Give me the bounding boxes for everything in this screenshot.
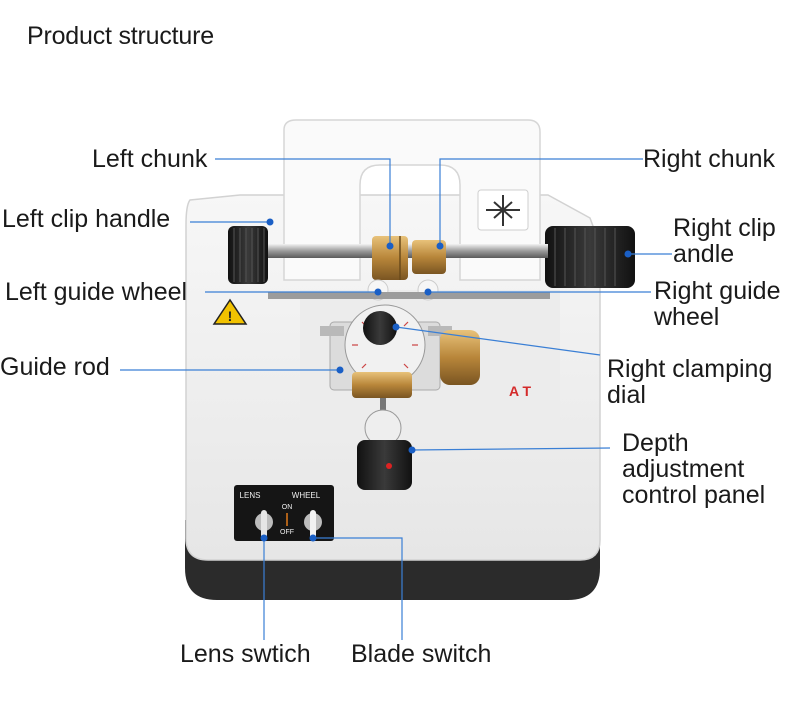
warning-icon (212, 298, 248, 325)
panel-label-off: OFF (280, 529, 294, 536)
brand-mark: A T (509, 383, 531, 399)
label-depth-adjustment: Depth adjustment control panel (622, 429, 766, 509)
diagram-title: Product structure (27, 22, 214, 50)
label-guide-rod: Guide rod (0, 353, 110, 381)
label-left-guide-wheel: Left guide wheel (5, 278, 188, 306)
panel-label-on: ON (282, 504, 293, 511)
lens-switch-lever[interactable] (261, 510, 267, 538)
svg-text:!: ! (228, 308, 233, 324)
leader-lines (120, 158, 672, 640)
top-bridge (283, 119, 541, 281)
label-left-chunk: Left chunk (92, 145, 208, 173)
panel-label-lens: LENS (240, 491, 261, 500)
label-right-clip-andle: Right clip andle (673, 214, 776, 268)
label-lens-switch: Lens swtich (180, 640, 311, 668)
label-blade-switch: Blade switch (351, 640, 492, 668)
panel-label-wheel: WHEEL (292, 491, 321, 500)
leader-dots (260, 218, 632, 542)
label-right-chunk: Right chunk (643, 145, 776, 173)
blade-switch-lever[interactable] (310, 510, 316, 540)
label-left-clip-handle: Left clip handle (2, 205, 171, 233)
label-right-guide-wheel: Right guide wheel (654, 277, 781, 331)
label-right-clamping-dial: Right clamping dial (607, 355, 773, 409)
